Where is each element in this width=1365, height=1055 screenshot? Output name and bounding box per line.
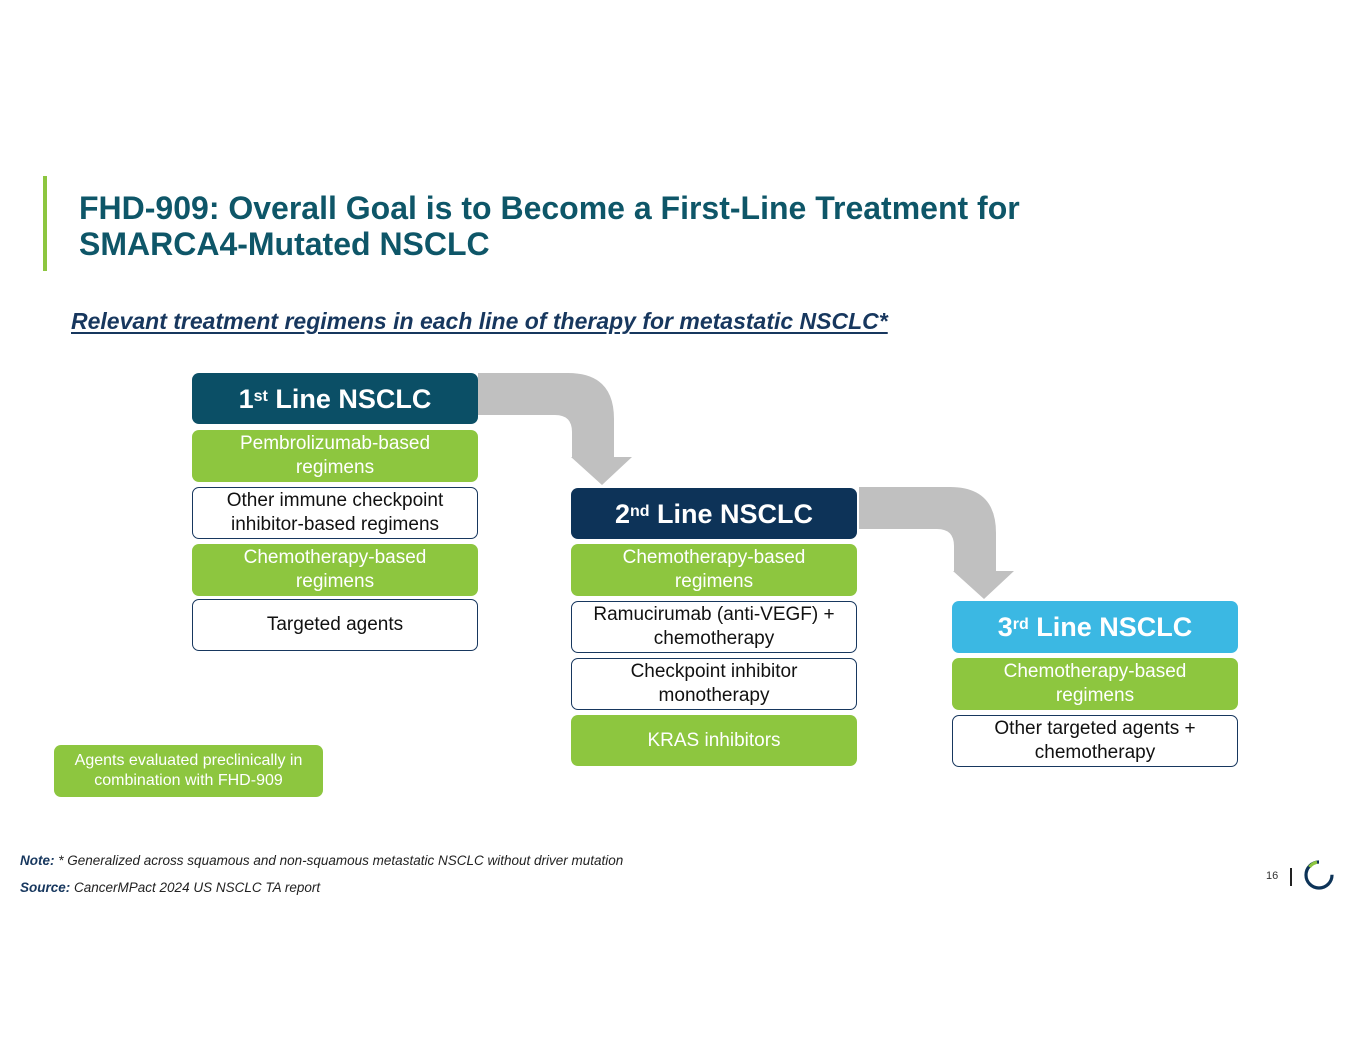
legend-green-box: Agents evaluated preclinically in combin… [54, 745, 323, 797]
arrow-line2-to-line3 [859, 487, 1014, 599]
line2-item-ramucirumab: Ramucirumab (anti-VEGF) + chemotherapy [571, 601, 857, 653]
line3-label: Line NSCLC [1028, 612, 1193, 642]
slide-title: FHD-909: Overall Goal is to Become a Fir… [79, 190, 1020, 262]
source-label: Source: [20, 880, 71, 895]
line1-item-other-ico: Other immune checkpoint inhibitor-based … [192, 487, 478, 539]
line2-ordinal: 2 [614, 498, 630, 529]
line1-ordinal: 1 [238, 383, 254, 414]
arrow-line1-to-line2 [478, 373, 632, 485]
line3-item-chemotherapy: Chemotherapy-based regimens [952, 658, 1238, 710]
footnote-note: Note: * Generalized across squamous and … [20, 853, 623, 868]
page-divider [1290, 868, 1292, 886]
line2-label: Line NSCLC [649, 498, 814, 529]
line3-item-other-targeted: Other targeted agents + chemotherapy [952, 715, 1238, 767]
company-logo-icon [1304, 860, 1334, 890]
line1-item-targeted-agents: Targeted agents [192, 599, 478, 651]
line2-item-checkpoint-mono: Checkpoint inhibitor monotherapy [571, 658, 857, 710]
line1-item-chemotherapy: Chemotherapy-based regimens [192, 544, 478, 596]
footnote-source: Source: CancerMPact 2024 US NSCLC TA rep… [20, 880, 320, 895]
source-text: CancerMPact 2024 US NSCLC TA report [70, 880, 321, 895]
line2-item-chemotherapy: Chemotherapy-based regimens [571, 544, 857, 596]
note-label: Note: [20, 853, 55, 868]
slide-subtitle: Relevant treatment regimens in each line… [71, 308, 888, 334]
title-accent-bar [43, 176, 47, 271]
page-number: 16 [1266, 870, 1279, 882]
line3-ordinal: 3 [997, 612, 1013, 642]
line1-label: Line NSCLC [267, 383, 432, 414]
note-text: * Generalized across squamous and non-sq… [54, 853, 624, 868]
line1-item-pembrolizumab: Pembrolizumab-based regimens [192, 430, 478, 482]
line2-item-kras: KRAS inhibitors [571, 715, 857, 766]
